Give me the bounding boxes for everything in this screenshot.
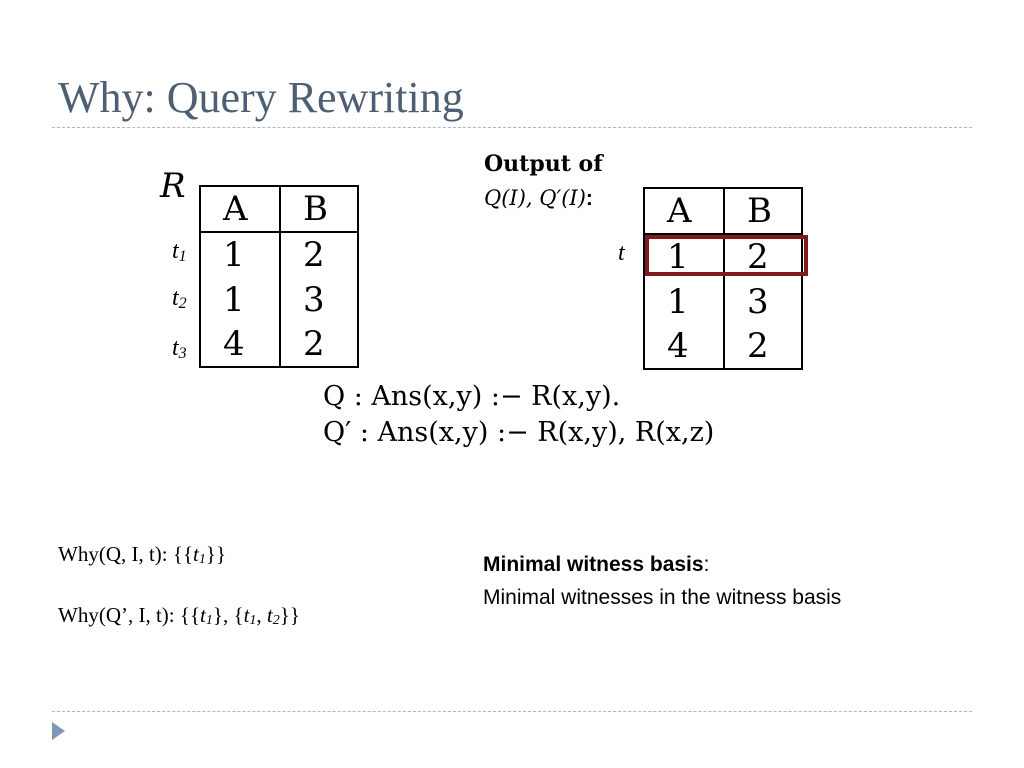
table-cell: 1 [199, 277, 281, 322]
table-cell: 4 [199, 322, 281, 368]
output-heading: Output of [484, 151, 603, 177]
table-row: 1 3 [643, 279, 803, 324]
table-cell: 3 [280, 277, 359, 322]
relation-header-b: B [280, 185, 359, 233]
witness-description: Minimal witnesses in the witness basis [483, 586, 842, 609]
triangle-right-icon[interactable] [52, 722, 65, 740]
footer-divider [52, 711, 972, 712]
tuple-label-t3: t3 [172, 335, 187, 362]
table-cell: 1 [643, 234, 725, 279]
output-table: A B 1 2 1 3 4 2 [643, 187, 803, 370]
query-q: Q : Ans(x,y) :− R(x,y). [323, 381, 621, 412]
highlight-box [645, 235, 808, 276]
table-cell: 2 [724, 234, 803, 279]
output-tuple-label: t [618, 240, 625, 266]
table-row: 1 3 [199, 277, 359, 322]
table-row: 4 2 [643, 324, 803, 370]
output-header-a: A [643, 187, 725, 235]
output-subheading: Q(I), Q′(I): [484, 186, 593, 210]
table-cell: 2 [724, 324, 803, 370]
relation-table: A B 1 2 1 3 4 2 [199, 185, 359, 368]
table-cell: 2 [280, 232, 359, 277]
witness-title: Minimal witness basis: [483, 553, 710, 576]
table-cell: 1 [643, 279, 725, 324]
tuple-label-t2: t2 [172, 285, 187, 312]
output-header-b: B [724, 187, 803, 235]
table-row: 4 2 [199, 322, 359, 368]
table-cell: 1 [199, 232, 281, 277]
relation-header-a: A [199, 185, 281, 233]
title-divider [52, 127, 972, 128]
query-q-prime: Q′ : Ans(x,y) :− R(x,y), R(x,z) [323, 417, 715, 448]
table-row: 1 2 [199, 232, 359, 277]
table-cell: 3 [724, 279, 803, 324]
why-q-line: Why(Q, I, t): {{t1}} [58, 542, 227, 567]
table-row: 1 2 [643, 234, 803, 279]
table-cell: 2 [280, 322, 359, 368]
table-cell: 4 [643, 324, 725, 370]
slide-title: Why: Query Rewriting [58, 73, 464, 122]
why-q-prime-line: Why(Q’, I, t): {{t1}, {t1, t2}} [58, 603, 300, 628]
relation-name: R [160, 166, 186, 206]
tuple-label-t1: t1 [172, 238, 187, 265]
